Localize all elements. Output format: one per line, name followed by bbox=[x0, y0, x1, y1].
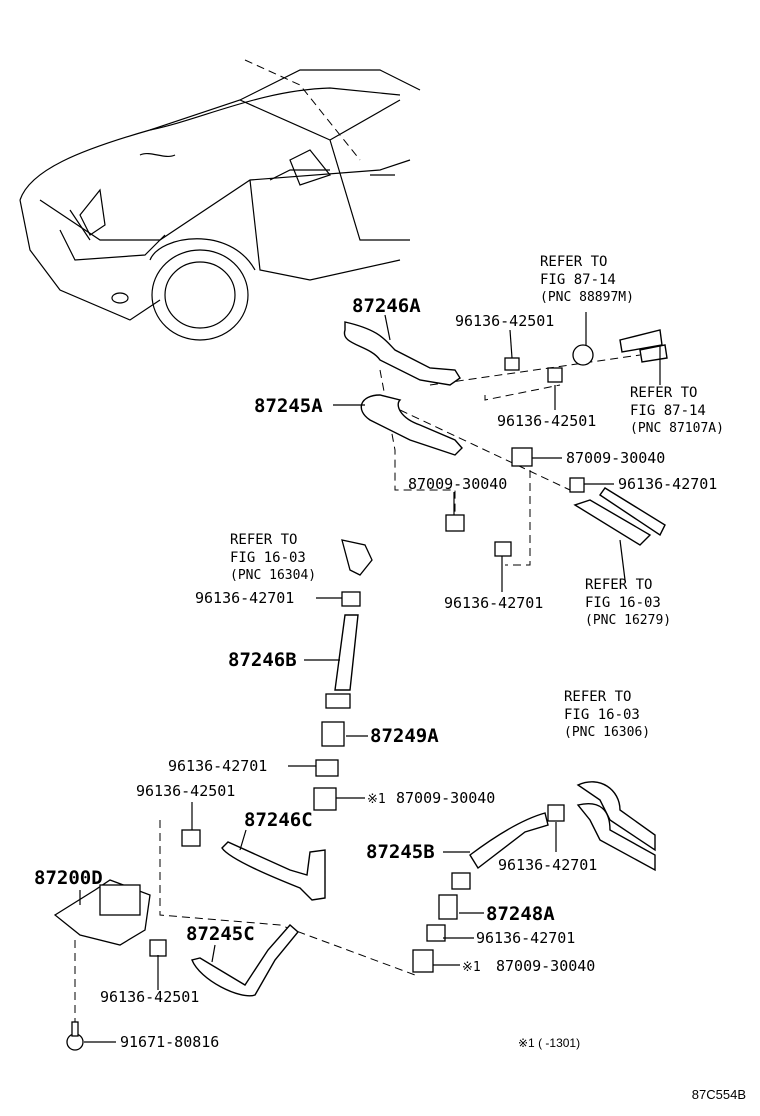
refer-line-3: (PNC 16306) bbox=[564, 725, 651, 740]
part-96136-42701-a[interactable]: 96136-42701 bbox=[618, 475, 718, 493]
footnote: ※1 ( -1301) bbox=[518, 1036, 581, 1050]
part-87245B[interactable]: 87245B bbox=[366, 841, 435, 863]
part-91671-80816[interactable]: 91671-80816 bbox=[120, 1033, 220, 1051]
refer-line-3: (PNC 88897M) bbox=[540, 290, 634, 305]
refer-line-2: FIG 16-03 bbox=[230, 550, 306, 566]
refer-fig-16-03-16279[interactable]: REFER TO FIG 16-03 (PNC 16279) bbox=[585, 576, 671, 630]
part-96136-42501-c[interactable]: 96136-42501 bbox=[136, 782, 236, 800]
part-96136-42701-f[interactable]: 96136-42701 bbox=[476, 929, 576, 947]
part-87245C[interactable]: 87245C bbox=[186, 923, 255, 945]
part-96136-42501-d[interactable]: 96136-42501 bbox=[100, 988, 200, 1006]
refer-line-1: REFER TO bbox=[564, 689, 632, 705]
refer-fig-16-03-16304[interactable]: REFER TO FIG 16-03 (PNC 16304) bbox=[230, 531, 316, 585]
part-87200D[interactable]: 87200D bbox=[34, 867, 103, 889]
part-96136-42701-c[interactable]: 96136-42701 bbox=[444, 594, 544, 612]
refer-line-1: REFER TO bbox=[540, 254, 608, 270]
refer-line-2: FIG 16-03 bbox=[564, 707, 640, 723]
part-87248A[interactable]: 87248A bbox=[486, 903, 555, 925]
refer-line-1: REFER TO bbox=[630, 385, 698, 401]
part-96136-42701-e[interactable]: 96136-42701 bbox=[498, 856, 598, 874]
part-87246A[interactable]: 87246A bbox=[352, 295, 421, 317]
part-96136-42501-b[interactable]: 96136-42501 bbox=[497, 412, 597, 430]
car-illustration bbox=[19, 69, 421, 341]
part-87009-30040-d[interactable]: 87009-30040 bbox=[496, 957, 596, 975]
hoses bbox=[191, 321, 668, 997]
part-87009-30040-c[interactable]: 87009-30040 bbox=[396, 789, 496, 807]
diagram-code: 87C554B bbox=[691, 1087, 746, 1102]
refer-line-1: REFER TO bbox=[585, 577, 653, 593]
refer-line-2: FIG 87-14 bbox=[540, 272, 616, 288]
part-87245A[interactable]: 87245A bbox=[254, 395, 323, 417]
leader-lines bbox=[74, 59, 641, 1030]
refer-fig-87-14-87107A[interactable]: REFER TO FIG 87-14 (PNC 87107A) bbox=[630, 384, 724, 438]
part-87246C[interactable]: 87246C bbox=[244, 809, 313, 831]
refer-fig-16-03-16306[interactable]: REFER TO FIG 16-03 (PNC 16306) bbox=[564, 688, 650, 742]
refer-line-3: (PNC 87107A) bbox=[630, 421, 724, 436]
part-96136-42701-b[interactable]: 96136-42701 bbox=[195, 589, 295, 607]
refer-fig-87-14-88897M[interactable]: REFER TO FIG 87-14 (PNC 88897M) bbox=[540, 253, 634, 307]
mark-1: ※1 bbox=[367, 792, 386, 807]
part-87246B[interactable]: 87246B bbox=[228, 649, 297, 671]
refer-line-3: (PNC 16279) bbox=[585, 613, 672, 628]
refer-line-1: REFER TO bbox=[230, 532, 298, 548]
refer-line-3: (PNC 16304) bbox=[230, 568, 317, 583]
part-96136-42501-a[interactable]: 96136-42501 bbox=[455, 312, 555, 330]
part-96136-42701-d[interactable]: 96136-42701 bbox=[168, 757, 268, 775]
refer-line-2: FIG 16-03 bbox=[585, 595, 661, 611]
mark-2: ※1 bbox=[462, 960, 481, 975]
refer-line-2: FIG 87-14 bbox=[630, 403, 706, 419]
callout-lines bbox=[79, 312, 661, 1043]
part-87009-30040-a[interactable]: 87009-30040 bbox=[566, 449, 666, 467]
clamps bbox=[53, 344, 594, 1051]
part-87249A[interactable]: 87249A bbox=[370, 725, 439, 747]
part-87009-30040-b[interactable]: 87009-30040 bbox=[408, 475, 508, 493]
